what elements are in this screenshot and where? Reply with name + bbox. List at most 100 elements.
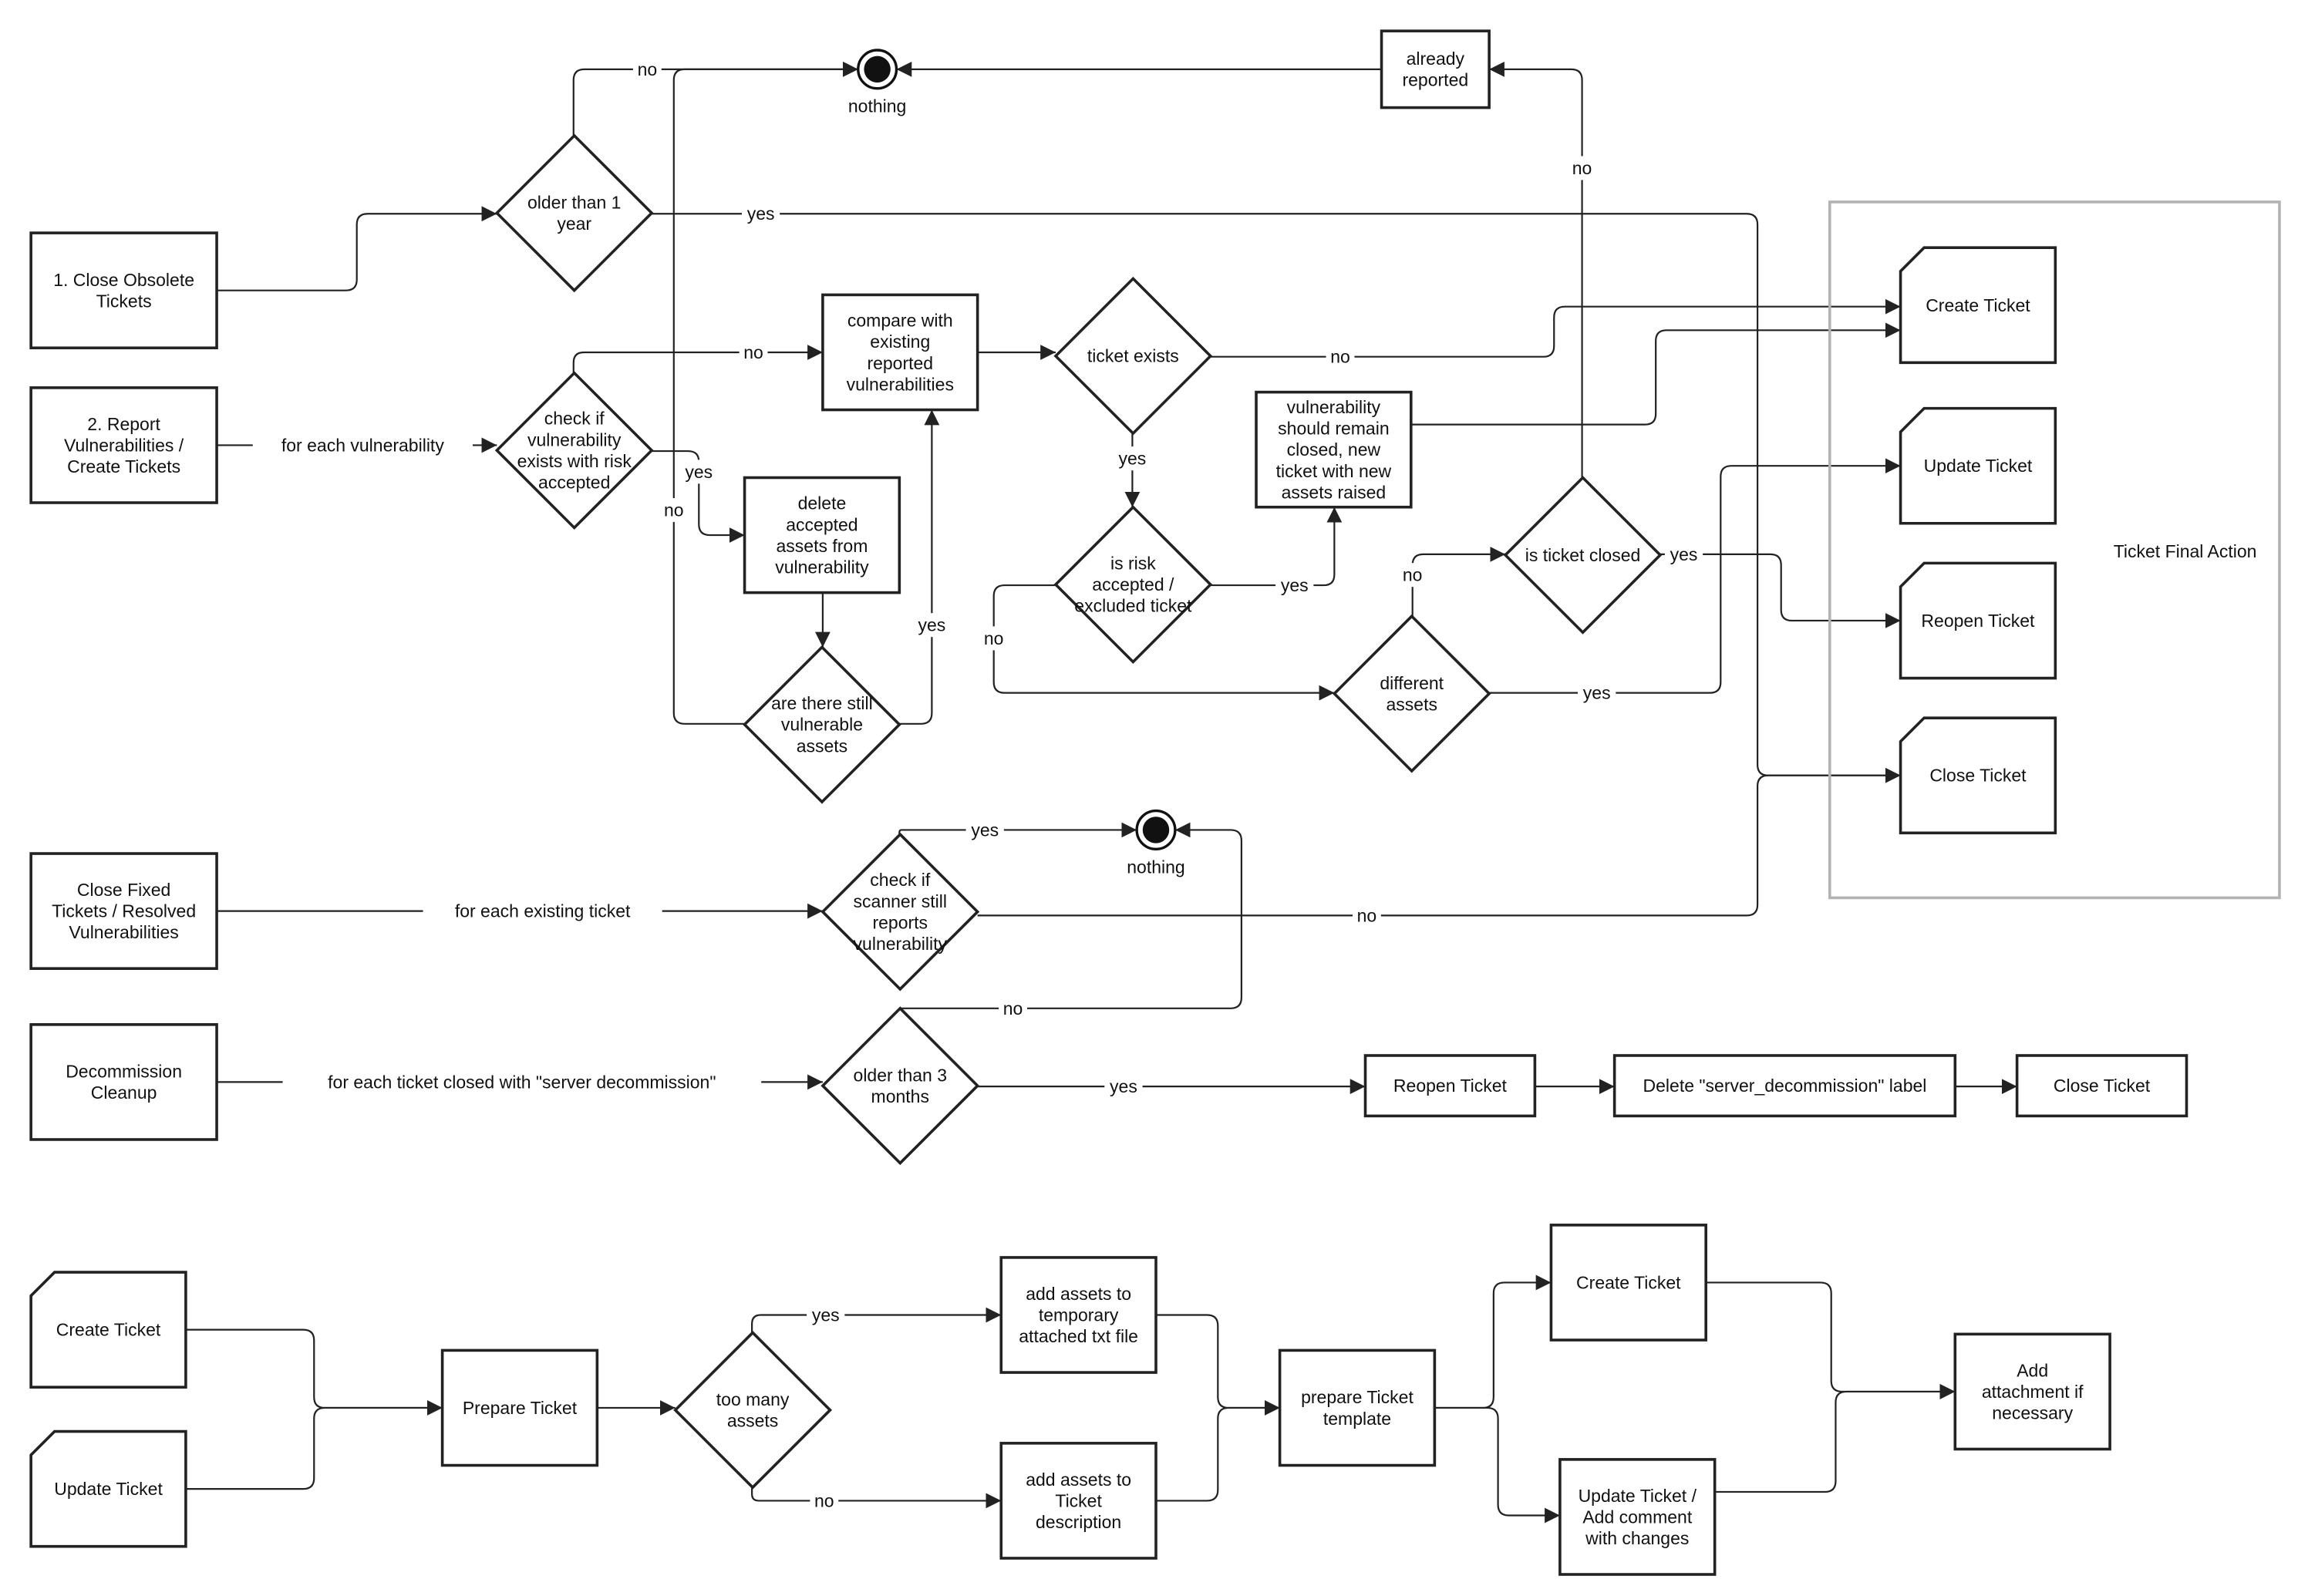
ticket-final-action-group	[1828, 200, 2281, 900]
edge-label-bg	[912, 613, 952, 638]
node-n-delete-label: Delete "server_decommission" label	[1612, 1054, 1957, 1118]
b-update-label: Update Ticket	[54, 1479, 163, 1499]
edge-line	[1210, 507, 1343, 587]
edge-line	[672, 61, 858, 725]
edge-label-e-check-no: no	[743, 342, 763, 362]
edge-line	[652, 213, 1901, 783]
edge-label-bg	[423, 899, 662, 924]
edge-label-e-toomany-yes: yes	[812, 1305, 840, 1325]
process-box	[1549, 1224, 1707, 1342]
edge-label-e-older3-yes: yes	[1110, 1076, 1137, 1096]
edge-label-bg	[999, 996, 1027, 1021]
edge-e-older3-no	[899, 822, 1242, 1009]
edge-label-bg	[739, 340, 768, 365]
decision-diamond	[820, 832, 980, 992]
decision-diamond	[494, 371, 654, 530]
process-box	[743, 476, 901, 594]
f-create-label: Create Ticket	[1926, 295, 2030, 315]
node-group-label: Ticket Final Action	[1828, 200, 2281, 900]
edge-label-e-still-no: no	[664, 500, 684, 520]
edge-e-bupdate-prepare	[185, 1400, 443, 1490]
node-d-ticketexists: ticket exists	[1053, 276, 1213, 436]
edge-e-update-attach	[1714, 1384, 1956, 1493]
decision-diamond	[1332, 614, 1491, 773]
edge-label-e-exists-no: no	[1330, 347, 1350, 367]
edge-label-bg	[1104, 1074, 1143, 1099]
edge-label-e-diff-yes: yes	[1583, 683, 1611, 703]
term-nothing2-label: nothing	[1127, 857, 1184, 877]
edge-label-bg	[965, 817, 1004, 842]
edge-line	[572, 345, 823, 373]
edge-e-still-yes	[899, 409, 940, 725]
node-b-update: Update Ticket	[29, 1429, 187, 1548]
edge-e-scanner-no	[977, 767, 1901, 917]
edge-e-risk-yes	[1210, 507, 1343, 587]
edge-label-bg	[810, 1488, 839, 1513]
edge-e-template-create	[1434, 1274, 1552, 1409]
edge-e-obs-older	[217, 206, 497, 291]
process-box	[999, 1256, 1157, 1374]
node-d-closed: is ticket closed	[1503, 475, 1663, 635]
edge-e-check-no	[572, 345, 823, 373]
edge-line	[185, 1328, 443, 1416]
edge-line	[899, 822, 1242, 1009]
f-reopen-label: Reopen Ticket	[1921, 611, 2035, 631]
edge-label-e-diff-no: no	[1403, 565, 1423, 585]
edge-e-closed-no	[1489, 61, 1583, 478]
edge-line	[1434, 1274, 1552, 1409]
process-box	[999, 1442, 1157, 1560]
edge-label-bg	[1578, 681, 1616, 705]
n-close2-label: Close Ticket	[2054, 1076, 2151, 1096]
n-delete-label-label: Delete "server_decommission" label	[1643, 1076, 1927, 1096]
edge-e-toomany-no	[751, 1487, 1002, 1509]
edge-label-bg	[1568, 156, 1596, 180]
edge-label-e-closed-no: no	[1572, 158, 1592, 178]
edge-line	[1714, 1384, 1956, 1493]
card-shape	[1899, 716, 2057, 835]
edge-label-e-check-yes: yes	[685, 462, 713, 482]
edge-line	[185, 1400, 443, 1490]
edge-label-e-exists-yes: yes	[1119, 449, 1147, 469]
edge-label-e-risk-yes: yes	[1281, 575, 1309, 595]
decision-diamond	[1053, 276, 1213, 436]
edge-e-bcreate-prepare	[185, 1328, 443, 1416]
edge-line	[652, 450, 745, 543]
d-closed-label: is ticket closed	[1525, 545, 1641, 565]
edge-label-bg	[1664, 542, 1703, 567]
card-shape	[29, 1429, 187, 1548]
edge-label-bg	[282, 1069, 762, 1094]
edge-e-check-yes	[652, 450, 745, 543]
edge-label-bg	[979, 626, 1009, 651]
process-box	[29, 386, 218, 504]
edge-label-bg	[1353, 903, 1381, 928]
edge-e-scanner-yes	[898, 822, 1137, 838]
